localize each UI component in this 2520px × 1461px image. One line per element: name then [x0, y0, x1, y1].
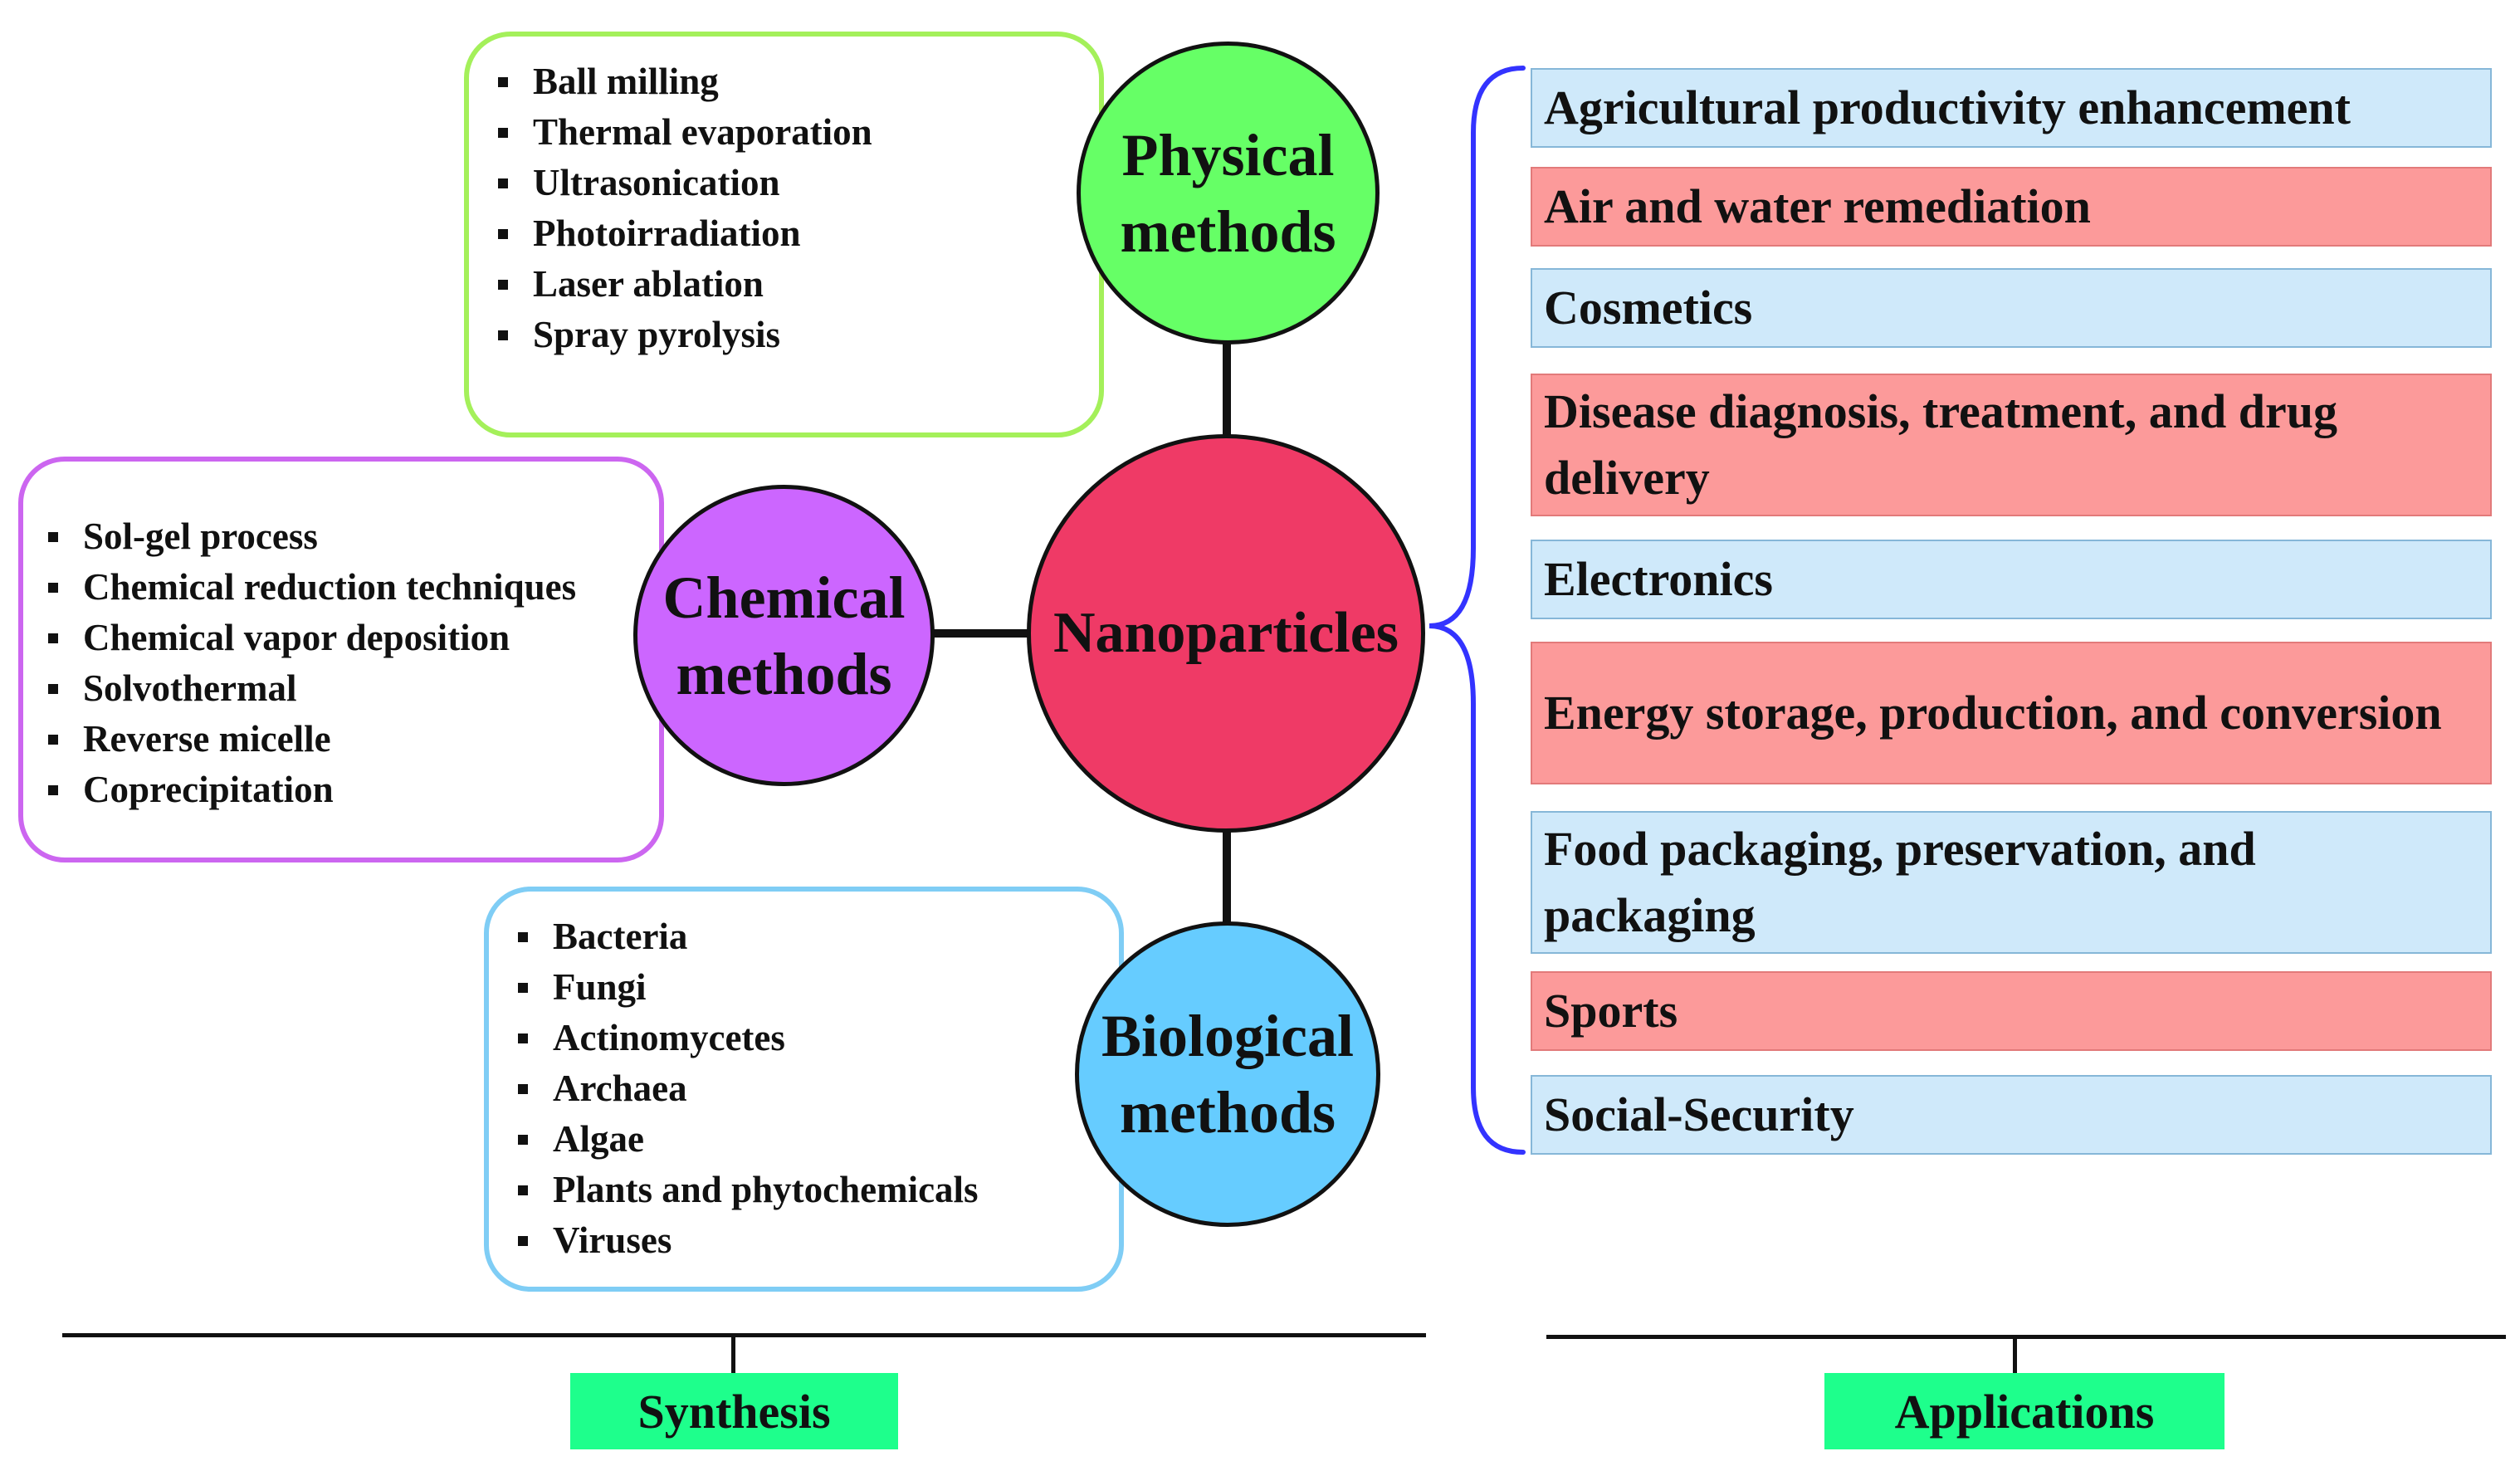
list-item: Reverse micelle — [48, 714, 576, 765]
list-item: Coprecipitation — [48, 765, 576, 815]
biological-methods-box: Bacteria Fungi Actinomycetes Archaea Alg… — [484, 887, 1124, 1292]
list-item: Solvothermal — [48, 663, 576, 714]
synthesis-label: Synthesis — [570, 1373, 898, 1449]
bullet-icon — [48, 633, 58, 643]
applications-tick — [2013, 1335, 2017, 1373]
list-item: Spray pyrolysis — [498, 310, 872, 360]
bullet-icon — [498, 76, 508, 87]
list-item: Chemical reduction techniques — [48, 562, 576, 613]
connector-biological — [1223, 830, 1231, 930]
application-cosmetics: Cosmetics — [1531, 268, 2492, 348]
list-item: Bacteria — [518, 911, 979, 962]
bullet-icon — [48, 582, 58, 593]
chemical-methods-list: Sol-gel process Chemical reduction techn… — [48, 511, 576, 815]
biological-methods-list: Bacteria Fungi Actinomycetes Archaea Alg… — [518, 911, 979, 1266]
bullet-icon — [518, 931, 528, 942]
physical-methods-circle: Physical methods — [1077, 42, 1380, 344]
bullet-icon — [498, 228, 508, 239]
biological-methods-title: Biological methods — [1101, 1003, 1354, 1146]
list-item: Algae — [518, 1114, 979, 1165]
list-item: Fungi — [518, 962, 979, 1013]
list-item: Sol-gel process — [48, 511, 576, 562]
bullet-icon — [518, 1235, 528, 1246]
bullet-icon — [518, 982, 528, 993]
bullet-icon — [48, 683, 58, 694]
list-item: Viruses — [518, 1215, 979, 1266]
chemical-methods-box: Sol-gel process Chemical reduction techn… — [18, 457, 664, 862]
applications-rule — [1546, 1335, 2506, 1339]
list-item: Ultrasonication — [498, 158, 872, 208]
physical-methods-list: Ball milling Thermal evaporation Ultraso… — [498, 56, 872, 360]
nanoparticles-title: Nanoparticles — [1052, 601, 1399, 665]
bullet-icon — [498, 127, 508, 138]
bullet-icon — [518, 1134, 528, 1145]
biological-methods-circle: Biological methods — [1075, 921, 1380, 1227]
synthesis-rule — [62, 1333, 1426, 1337]
list-item: Ball milling — [498, 56, 872, 107]
list-item: Laser ablation — [498, 259, 872, 310]
application-food: Food packaging, preservation, and packag… — [1531, 811, 2492, 954]
bullet-icon — [518, 1083, 528, 1094]
synthesis-tick — [731, 1333, 735, 1373]
bullet-icon — [48, 784, 58, 795]
list-item: Archaea — [518, 1063, 979, 1114]
list-item: Actinomycetes — [518, 1013, 979, 1063]
list-item: Chemical vapor deposition — [48, 613, 576, 663]
application-energy: Energy storage, production, and conversi… — [1531, 642, 2492, 784]
bullet-icon — [498, 330, 508, 340]
application-sports: Sports — [1531, 971, 2492, 1051]
bullet-icon — [518, 1033, 528, 1043]
physical-methods-title: Physical methods — [1120, 121, 1336, 265]
list-item: Thermal evaporation — [498, 107, 872, 158]
list-item: Photoirradiation — [498, 208, 872, 259]
bullet-icon — [498, 178, 508, 188]
application-electronics: Electronics — [1531, 540, 2492, 619]
bullet-icon — [518, 1185, 528, 1195]
chemical-methods-title: Chemical methods — [662, 564, 906, 707]
bullet-icon — [48, 531, 58, 542]
nanoparticles-circle: Nanoparticles — [1027, 434, 1425, 833]
connector-physical — [1223, 342, 1231, 457]
application-remediation: Air and water remediation — [1531, 167, 2492, 247]
bullet-icon — [498, 279, 508, 290]
applications-label: Applications — [1824, 1373, 2225, 1449]
chemical-methods-circle: Chemical methods — [633, 485, 935, 786]
bullet-icon — [48, 734, 58, 745]
list-item: Plants and phytochemicals — [518, 1165, 979, 1215]
application-agricultural: Agricultural productivity enhancement — [1531, 68, 2492, 148]
connector-chemical — [933, 629, 1033, 638]
applications-bracket — [1428, 66, 1526, 1155]
application-social-security: Social-Security — [1531, 1075, 2492, 1155]
physical-methods-box: Ball milling Thermal evaporation Ultraso… — [464, 32, 1104, 437]
application-disease: Disease diagnosis, treatment, and drug d… — [1531, 374, 2492, 516]
